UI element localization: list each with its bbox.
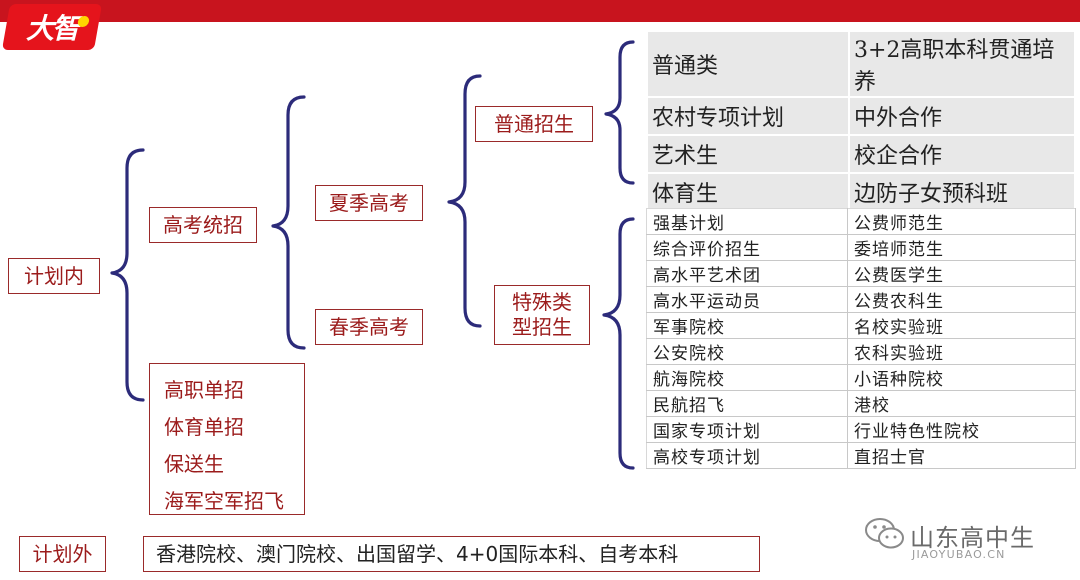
watermark-name: 山东高中生 xyxy=(910,524,1035,552)
single-exam-item: 高职单招 xyxy=(164,378,244,402)
table-row: 公安院校农科实验班 xyxy=(646,338,1076,365)
table-cell: 港校 xyxy=(847,390,1076,417)
brace-exams xyxy=(447,74,482,328)
table-cell: 中外合作 xyxy=(848,96,1076,136)
table-cell: 农村专项计划 xyxy=(646,96,850,136)
table-row: 体育生边防子女预科班 xyxy=(646,172,1076,212)
table-row: 农村专项计划中外合作 xyxy=(646,96,1076,136)
table-row: 航海院校小语种院校 xyxy=(646,364,1076,391)
node-special-admission: 特殊类型招生 xyxy=(494,285,590,345)
node-plan-inside: 计划内 xyxy=(8,258,100,294)
table-row: 综合评价招生委培师范生 xyxy=(646,234,1076,261)
watermark: 山东高中生 JIAOYUBAO.CN xyxy=(858,512,1068,572)
table-cell: 校企合作 xyxy=(848,134,1076,174)
table-cell: 高校专项计划 xyxy=(646,442,848,469)
table-row: 高水平运动员公费农科生 xyxy=(646,286,1076,313)
table-cell: 3+2高职本科贯通培养 xyxy=(848,30,1076,98)
table-cell: 强基计划 xyxy=(646,208,848,235)
table-cell: 艺术生 xyxy=(646,134,850,174)
table-cell: 边防子女预科班 xyxy=(848,172,1076,212)
node-plan-outside: 计划外 xyxy=(19,536,106,572)
table-cell: 直招士官 xyxy=(847,442,1076,469)
table-cell: 综合评价招生 xyxy=(646,234,848,261)
table-row: 高校专项计划直招士官 xyxy=(646,442,1076,469)
special-admission-table: 强基计划公费师范生 综合评价招生委培师范生 高水平艺术团公费医学生 高水平运动员… xyxy=(646,208,1076,469)
brace-gaokao xyxy=(271,95,306,350)
table-row: 艺术生校企合作 xyxy=(646,134,1076,174)
node-spring-exam: 春季高考 xyxy=(315,309,423,345)
node-single-exams: 高职单招 体育单招 保送生 海军空军招飞 xyxy=(149,363,305,515)
table-cell: 公费农科生 xyxy=(847,286,1076,313)
table-cell: 农科实验班 xyxy=(847,338,1076,365)
table-cell: 小语种院校 xyxy=(847,364,1076,391)
table-cell: 民航招飞 xyxy=(646,390,848,417)
brace-special xyxy=(602,217,635,470)
watermark-site: JIAOYUBAO.CN xyxy=(912,548,1006,561)
table-row: 强基计划公费师范生 xyxy=(646,208,1076,235)
table-cell: 高水平运动员 xyxy=(646,286,848,313)
table-cell: 国家专项计划 xyxy=(646,416,848,443)
wechat-icon xyxy=(865,518,904,549)
node-general-admission: 普通招生 xyxy=(475,106,593,142)
table-cell: 委培师范生 xyxy=(847,234,1076,261)
table-cell: 体育生 xyxy=(646,172,850,212)
top-banner xyxy=(0,0,1080,22)
table-cell: 普通类 xyxy=(646,30,850,98)
brace-general xyxy=(604,40,635,185)
table-row: 国家专项计划行业特色性院校 xyxy=(646,416,1076,443)
table-cell: 行业特色性院校 xyxy=(847,416,1076,443)
table-cell: 公费医学生 xyxy=(847,260,1076,287)
table-cell: 航海院校 xyxy=(646,364,848,391)
single-exam-item: 保送生 xyxy=(164,452,224,476)
table-cell: 高水平艺术团 xyxy=(646,260,848,287)
node-summer-exam: 夏季高考 xyxy=(315,185,423,221)
table-cell: 名校实验班 xyxy=(847,312,1076,339)
node-gaokao: 高考统招 xyxy=(149,207,257,243)
outside-plan-list: 香港院校、澳门院校、出国留学、4+0国际本科、自考本科 xyxy=(143,536,760,572)
single-exam-item: 海军空军招飞 xyxy=(164,489,284,513)
table-row: 民航招飞港校 xyxy=(646,390,1076,417)
single-exam-item: 体育单招 xyxy=(164,415,244,439)
table-cell: 军事院校 xyxy=(646,312,848,339)
table-cell: 公费师范生 xyxy=(847,208,1076,235)
table-cell: 公安院校 xyxy=(646,338,848,365)
table-row: 高水平艺术团公费医学生 xyxy=(646,260,1076,287)
brace-plan-inside xyxy=(110,148,145,402)
table-row: 军事院校名校实验班 xyxy=(646,312,1076,339)
